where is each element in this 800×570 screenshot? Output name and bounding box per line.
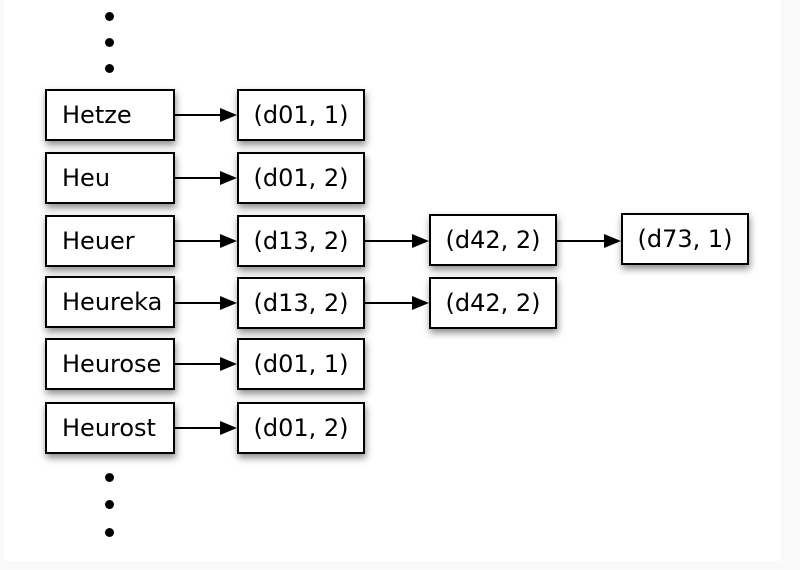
posting-label: (d01, 1) — [253, 350, 349, 378]
posting-label: (d73, 1) — [637, 225, 733, 253]
arrow-right-icon — [175, 296, 237, 310]
arrow-head-icon — [220, 421, 237, 435]
term-label: Heuer — [62, 227, 135, 255]
posting-node: (d42, 2) — [429, 214, 557, 266]
term-node-hetze: Hetze — [45, 89, 175, 141]
posting-node: (d01, 2) — [237, 402, 365, 454]
arrow-line — [175, 426, 222, 430]
posting-label: (d13, 2) — [253, 289, 349, 317]
arrow-line — [365, 301, 414, 305]
arrow-right-icon — [365, 296, 429, 310]
posting-label: (d01, 2) — [253, 414, 349, 442]
arrow-right-icon — [557, 234, 621, 248]
arrow-head-icon — [220, 234, 237, 248]
posting-label: (d42, 2) — [445, 289, 541, 317]
ellipsis-dot — [105, 528, 114, 537]
term-node-heurost: Heurost — [45, 402, 175, 454]
term-node-heuer: Heuer — [45, 215, 175, 267]
posting-label: (d01, 1) — [253, 101, 349, 129]
posting-label: (d13, 2) — [253, 227, 349, 255]
posting-label: (d01, 2) — [253, 164, 349, 192]
arrow-line — [175, 301, 222, 305]
arrow-line — [175, 239, 222, 243]
posting-node: (d01, 1) — [237, 89, 365, 141]
term-node-heurose: Heurose — [45, 338, 175, 390]
posting-label: (d42, 2) — [445, 226, 541, 254]
arrow-head-icon — [220, 108, 237, 122]
ellipsis-dot — [105, 500, 114, 509]
arrow-line — [557, 239, 606, 243]
arrow-line — [365, 239, 414, 243]
term-node-heu: Heu — [45, 152, 175, 204]
term-label: Heurose — [62, 350, 162, 378]
ellipsis-dot — [105, 38, 114, 47]
term-label: Heu — [62, 164, 111, 192]
term-label: Hetze — [62, 101, 132, 129]
posting-node: (d13, 2) — [237, 215, 365, 267]
arrow-right-icon — [175, 421, 237, 435]
arrow-right-icon — [175, 171, 237, 185]
posting-node: (d01, 2) — [237, 152, 365, 204]
term-node-heureka: Heureka — [45, 276, 175, 328]
arrow-right-icon — [175, 357, 237, 371]
arrow-line — [175, 113, 222, 117]
posting-node: (d42, 2) — [429, 277, 557, 329]
arrow-head-icon — [412, 234, 429, 248]
arrow-head-icon — [412, 296, 429, 310]
arrow-line — [175, 176, 222, 180]
arrow-line — [175, 362, 222, 366]
arrow-head-icon — [220, 296, 237, 310]
ellipsis-dot — [105, 473, 114, 482]
diagram-canvas: Hetze (d01, 1) Heu (d01, 2) Heuer (d13, … — [4, 0, 781, 561]
posting-node: (d01, 1) — [237, 338, 365, 390]
posting-node: (d73, 1) — [621, 213, 749, 265]
arrow-right-icon — [175, 234, 237, 248]
arrow-head-icon — [220, 171, 237, 185]
ellipsis-dot — [105, 64, 114, 73]
arrow-right-icon — [365, 234, 429, 248]
term-label: Heureka — [62, 288, 163, 316]
arrow-right-icon — [175, 108, 237, 122]
arrow-head-icon — [604, 234, 621, 248]
term-label: Heurost — [62, 414, 156, 442]
ellipsis-dot — [105, 12, 114, 21]
arrow-head-icon — [220, 357, 237, 371]
posting-node: (d13, 2) — [237, 277, 365, 329]
